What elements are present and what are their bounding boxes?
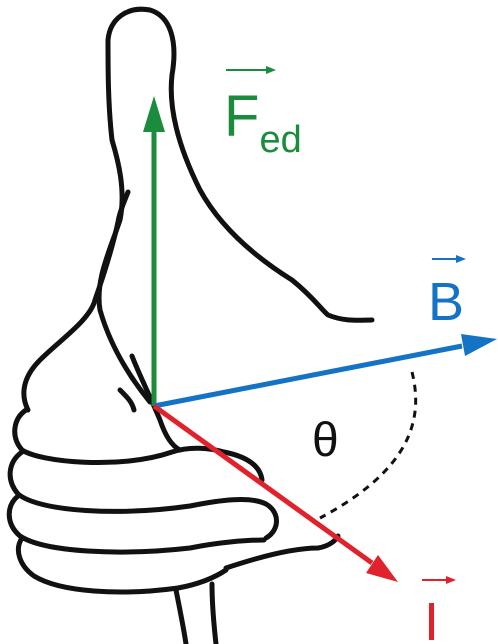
wrist-left: [173, 587, 189, 644]
current-vector-arrow: [152, 403, 398, 582]
angle-label: θ: [312, 414, 339, 467]
force-label-subscript: ed: [259, 119, 301, 161]
b-label-vector-bar: [432, 255, 466, 263]
finger-tip-outline: [223, 533, 341, 571]
force-label: Fed: [224, 84, 302, 161]
finger-1-outline: [12, 407, 265, 483]
hand-outline: [6, 6, 375, 644]
force-label-vector-bar: [226, 66, 276, 74]
finger-3-outline: [6, 493, 267, 555]
finger-4-outline: [16, 535, 229, 595]
angle-arc: [319, 371, 418, 520]
thumb-outline: [96, 6, 375, 405]
current-label: I: [424, 592, 439, 644]
magnetic-field-label: B: [428, 272, 464, 332]
magnetic-field-vector-arrow: [153, 334, 497, 409]
thumb-crease: [129, 353, 183, 453]
finger-2-outline: [7, 449, 279, 541]
palm-edge: [21, 189, 131, 413]
thumb-crease-detail: [117, 387, 137, 413]
wrist-right: [209, 581, 219, 644]
force-vector-arrow: [143, 96, 165, 406]
i-label-vector-bar: [422, 576, 456, 584]
